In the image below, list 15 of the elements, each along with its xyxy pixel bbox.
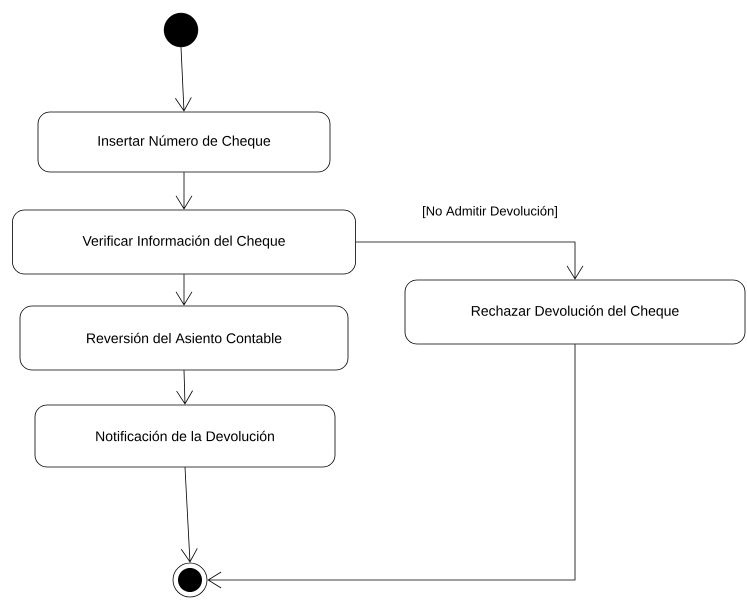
activity-box: Insertar Número de Cheque (38, 112, 330, 172)
arrow (176, 172, 192, 210)
activity-box: Rechazar Devolución del Cheque (404, 280, 746, 344)
end-node (172, 562, 208, 598)
arrow (356, 242, 584, 280)
arrow (176, 370, 193, 405)
start-node (164, 12, 198, 48)
arrow (180, 467, 198, 563)
arrow (174, 46, 192, 112)
arrow (176, 274, 192, 306)
activity-box: Notificación de la Devolución (34, 404, 336, 468)
edge-label: [No Admitir Devolución] (421, 204, 559, 220)
arrow (207, 344, 576, 588)
activity-box: Reversión del Asiento Contable (20, 306, 348, 370)
activity-box: Verificar Información del Cheque (12, 210, 356, 274)
